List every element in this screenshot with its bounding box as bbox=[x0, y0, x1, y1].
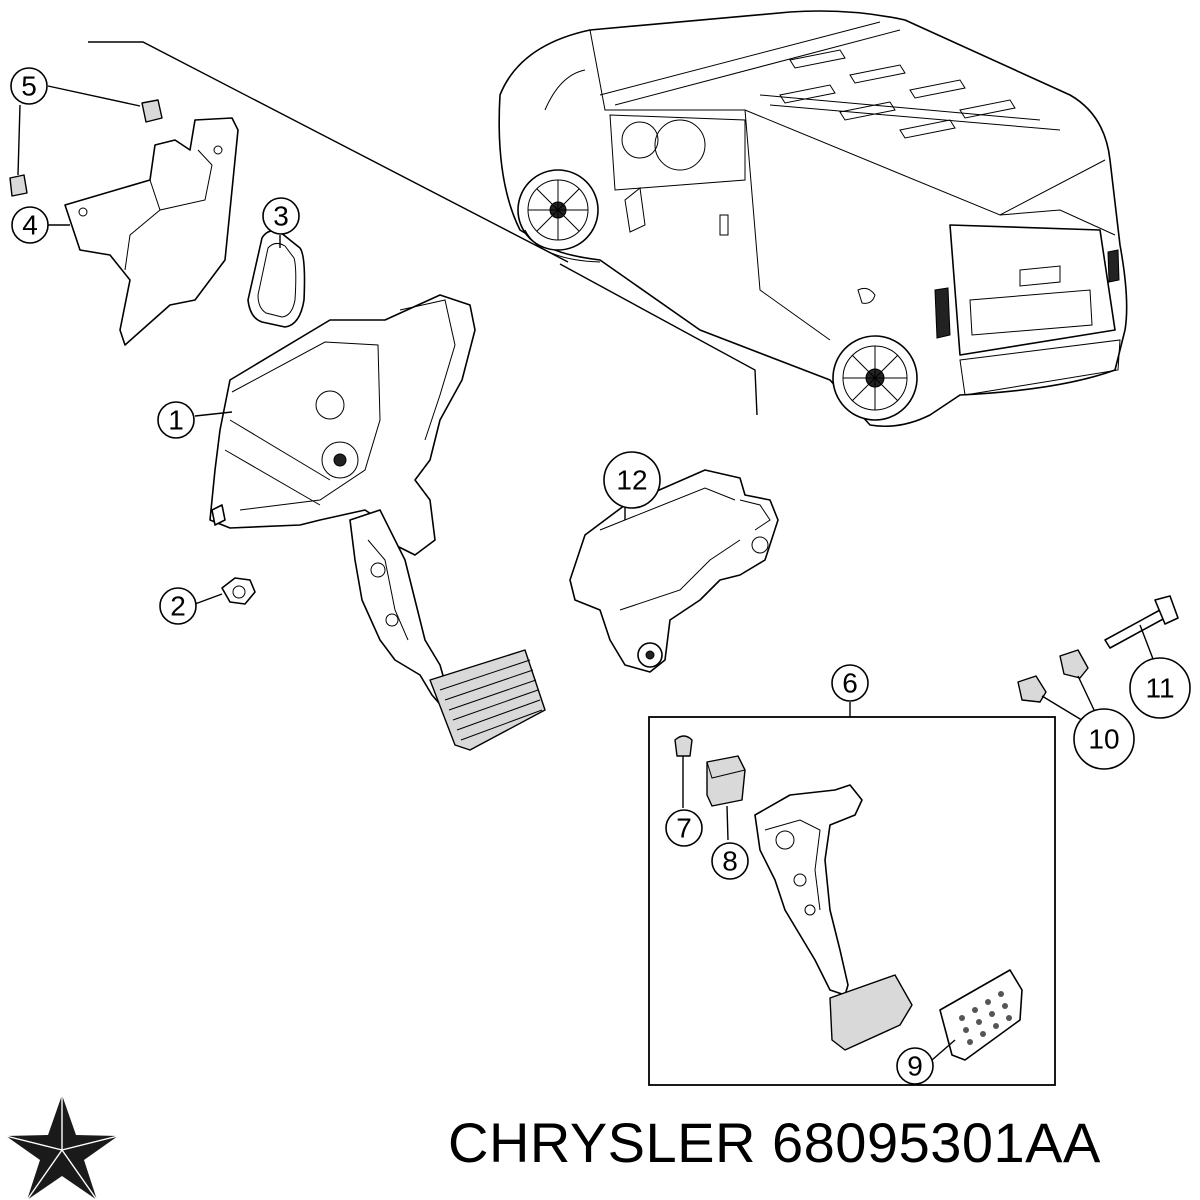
callout-9: 9 bbox=[896, 1047, 934, 1085]
callout-label: 12 bbox=[616, 465, 647, 496]
part-4-bracket bbox=[48, 117, 239, 346]
callout-5: 5 bbox=[10, 67, 48, 105]
callout-label: 11 bbox=[1145, 673, 1174, 704]
callout-label: 2 bbox=[170, 591, 186, 622]
part-number: 68095301AA bbox=[772, 1111, 1101, 1174]
callout-label: 5 bbox=[21, 71, 37, 102]
callout-label: 4 bbox=[22, 210, 38, 241]
part-1-pedal-assembly bbox=[194, 294, 546, 751]
brand-name: CHRYSLER bbox=[448, 1111, 756, 1174]
part-number-caption: CHRYSLER 68095301AA bbox=[448, 1108, 1193, 1178]
rear-wheel bbox=[832, 335, 918, 421]
callout-12: 12 bbox=[603, 451, 661, 509]
callout-label: 6 bbox=[842, 668, 858, 699]
part-12-bracket bbox=[569, 469, 779, 673]
callout-4: 4 bbox=[11, 206, 49, 244]
callout-label: 9 bbox=[907, 1051, 923, 1082]
part-10-bushings bbox=[1017, 649, 1096, 723]
part-3-gasket bbox=[247, 230, 306, 328]
part-2-nut bbox=[194, 577, 256, 605]
front-wheel bbox=[517, 169, 599, 251]
part-6-kit-box bbox=[648, 702, 1056, 1086]
chrysler-logo bbox=[0, 1088, 124, 1200]
callout-label: 3 bbox=[273, 201, 289, 232]
callout-11: 11 bbox=[1129, 657, 1191, 719]
callout-label: 1 bbox=[168, 405, 184, 436]
callout-6: 6 bbox=[831, 664, 869, 702]
van-illustration bbox=[498, 10, 1128, 428]
callout-3: 3 bbox=[262, 197, 300, 235]
callout-label: 8 bbox=[722, 846, 738, 877]
part-5-clips bbox=[9, 85, 163, 197]
callout-10: 10 bbox=[1073, 708, 1135, 770]
callout-8: 8 bbox=[711, 842, 749, 880]
callout-label: 10 bbox=[1088, 724, 1119, 755]
callout-label: 7 bbox=[676, 813, 692, 844]
callout-1: 1 bbox=[157, 401, 195, 439]
callout-7: 7 bbox=[665, 809, 703, 847]
callout-2: 2 bbox=[159, 587, 197, 625]
reference-lines bbox=[88, 41, 758, 416]
